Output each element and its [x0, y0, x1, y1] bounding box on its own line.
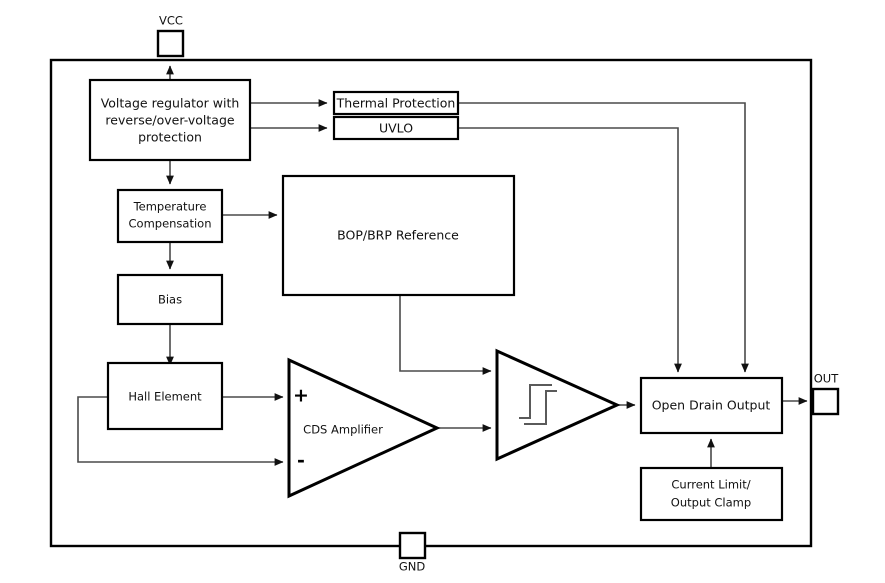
block-thermal-protection[interactable] — [332, 90, 460, 116]
pin-pad-gnd[interactable] — [398, 531, 427, 560]
wire-bopbrp-to-comparator — [399, 295, 492, 375]
cds-amplifier-plus-sign: + — [293, 385, 309, 407]
hall-element-label: Hall Element — [128, 390, 202, 404]
block-temperature-compensation[interactable] — [116, 188, 224, 244]
pin-pad-out[interactable] — [811, 387, 840, 416]
pin-label-gnd: GND — [399, 560, 426, 574]
schmitt-trigger-icon — [519, 384, 552, 419]
cds-amplifier-label: CDS Amplifier — [303, 423, 383, 437]
schmitt-trigger-icon-2 — [524, 390, 557, 425]
thermal-protection-label: Thermal Protection — [336, 96, 456, 111]
pin-label-out: OUT — [814, 372, 839, 386]
block-uvlo[interactable] — [332, 115, 460, 141]
block-cds-amplifier[interactable] — [287, 357, 441, 499]
temperature-compensation-label-line2: Compensation — [129, 217, 212, 231]
pin-pad-vcc[interactable] — [156, 29, 185, 58]
voltage-regulator-label-line2: reverse/over-voltage — [105, 113, 234, 128]
bop-brp-reference-label: BOP/BRP Reference — [337, 228, 459, 243]
wire-uvlo-to-output — [458, 127, 682, 373]
block-comparator[interactable] — [495, 348, 621, 462]
pin-label-vcc: VCC — [159, 14, 183, 28]
block-voltage-regulator[interactable] — [88, 78, 252, 162]
open-drain-output-label: Open Drain Output — [652, 398, 771, 413]
block-hall-element[interactable] — [106, 361, 224, 431]
voltage-regulator-label-line1: Voltage regulator with — [101, 96, 240, 111]
device-boundary — [49, 58, 813, 548]
block-bias[interactable] — [116, 273, 224, 326]
current-limit-label-line1: Current Limit/ — [671, 478, 750, 492]
wire-thermal-to-output — [458, 102, 749, 373]
temperature-compensation-label-line1: Temperature — [133, 200, 207, 214]
block-current-limit[interactable] — [639, 466, 784, 522]
block-open-drain-output[interactable] — [639, 376, 784, 435]
current-limit-label-line2: Output Clamp — [671, 496, 751, 510]
uvlo-label: UVLO — [379, 121, 413, 136]
wire-hall-to-amp-minus — [77, 396, 284, 466]
block-bop-brp-reference[interactable] — [281, 174, 516, 297]
voltage-regulator-label-line3: protection — [138, 130, 202, 145]
bias-label: Bias — [158, 293, 182, 307]
cds-amplifier-minus-sign: - — [297, 450, 305, 472]
